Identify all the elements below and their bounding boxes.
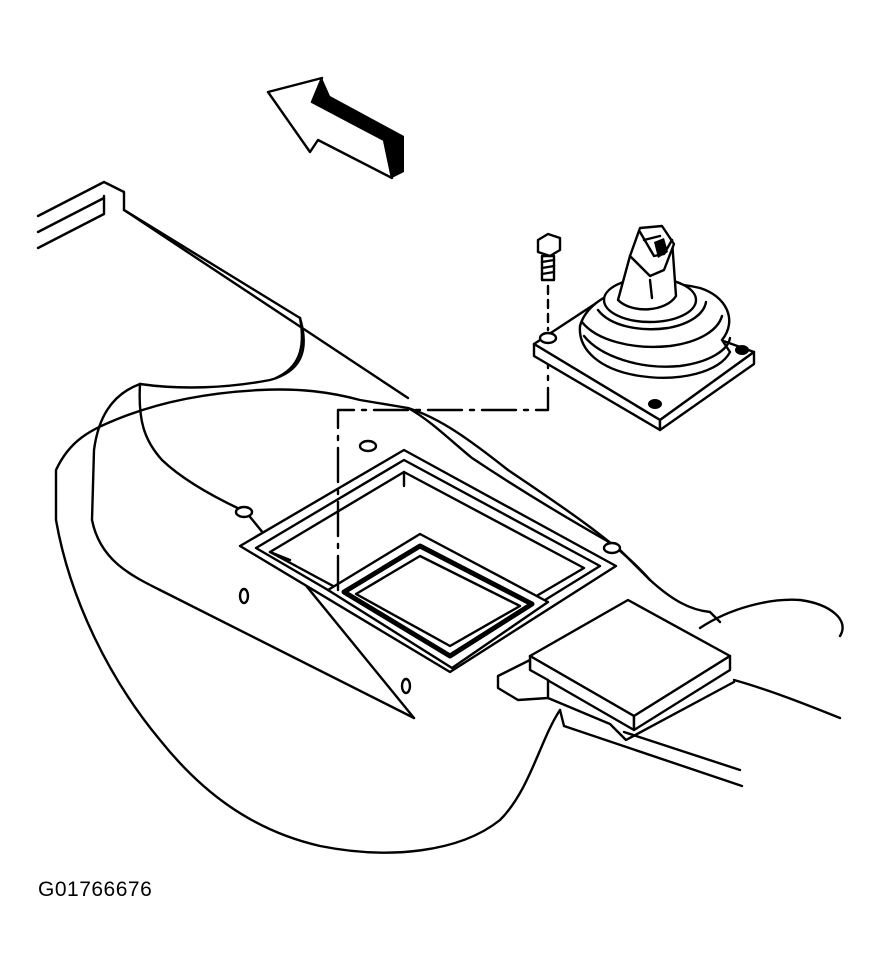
bolt-icon: [536, 232, 562, 332]
floor-tunnel: [36, 180, 844, 854]
console-opening: [238, 448, 618, 674]
alignment-line: [336, 358, 550, 592]
support-bracket: [496, 598, 736, 742]
front-direction-arrow-icon: [266, 76, 404, 180]
mounting-holes: [234, 439, 622, 695]
figure-id-label: G01766676: [38, 878, 153, 901]
shift-control-assembly-icon: [532, 224, 756, 432]
